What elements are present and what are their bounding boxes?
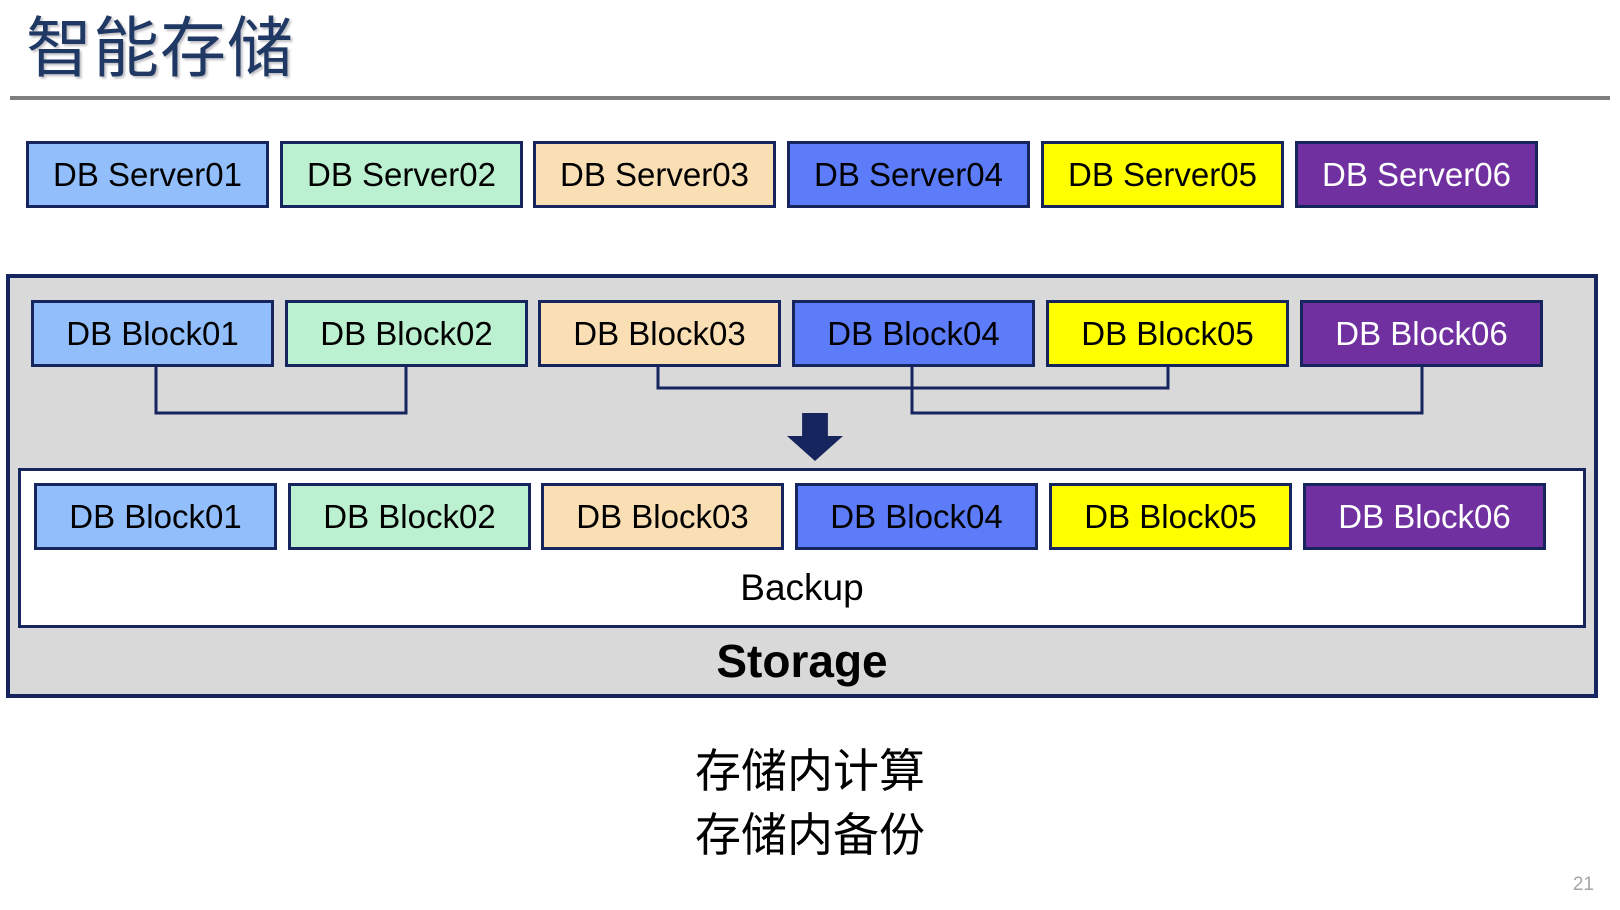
db-block-backup-box-3[interactable]: DB Block03 xyxy=(541,483,784,550)
block01-to-block02-join xyxy=(154,367,408,415)
db-block-backup-box-5[interactable]: DB Block05 xyxy=(1049,483,1292,550)
page-number: 21 xyxy=(1572,874,1594,895)
db-block-box-1[interactable]: DB Block01 xyxy=(31,300,274,367)
db-block-box-5[interactable]: DB Block05 xyxy=(1046,300,1289,367)
backup-label: Backup xyxy=(740,567,864,608)
db-server-box-2[interactable]: DB Server02 xyxy=(280,141,523,208)
db-block-backup-box-6[interactable]: DB Block06 xyxy=(1303,483,1546,550)
db-server-box-1[interactable]: DB Server01 xyxy=(26,141,269,208)
db-block-box-3[interactable]: DB Block03 xyxy=(538,300,781,367)
db-block-backup-box-4[interactable]: DB Block04 xyxy=(795,483,1038,550)
db-block-backup-box-1[interactable]: DB Block01 xyxy=(34,483,277,550)
down-arrow-icon xyxy=(787,413,843,461)
db-server-box-3[interactable]: DB Server03 xyxy=(533,141,776,208)
db-server-box-4[interactable]: DB Server04 xyxy=(787,141,1030,208)
db-server-box-6[interactable]: DB Server06 xyxy=(1295,141,1538,208)
block-connector-lines xyxy=(154,367,1424,461)
page-title: 智能存储 xyxy=(26,11,294,85)
db-block-box-2[interactable]: DB Block02 xyxy=(285,300,528,367)
db-server-box-5[interactable]: DB Server05 xyxy=(1041,141,1284,208)
db-block-box-4[interactable]: DB Block04 xyxy=(792,300,1035,367)
title-divider xyxy=(10,96,1610,100)
footer-caption-2: 存储内备份 xyxy=(695,809,925,861)
footer-caption-1: 存储内计算 xyxy=(695,745,925,797)
storage-label: Storage xyxy=(716,635,888,687)
block04-to-block06-join xyxy=(910,367,1424,415)
db-block-box-6[interactable]: DB Block06 xyxy=(1300,300,1543,367)
db-block-backup-box-2[interactable]: DB Block02 xyxy=(288,483,531,550)
